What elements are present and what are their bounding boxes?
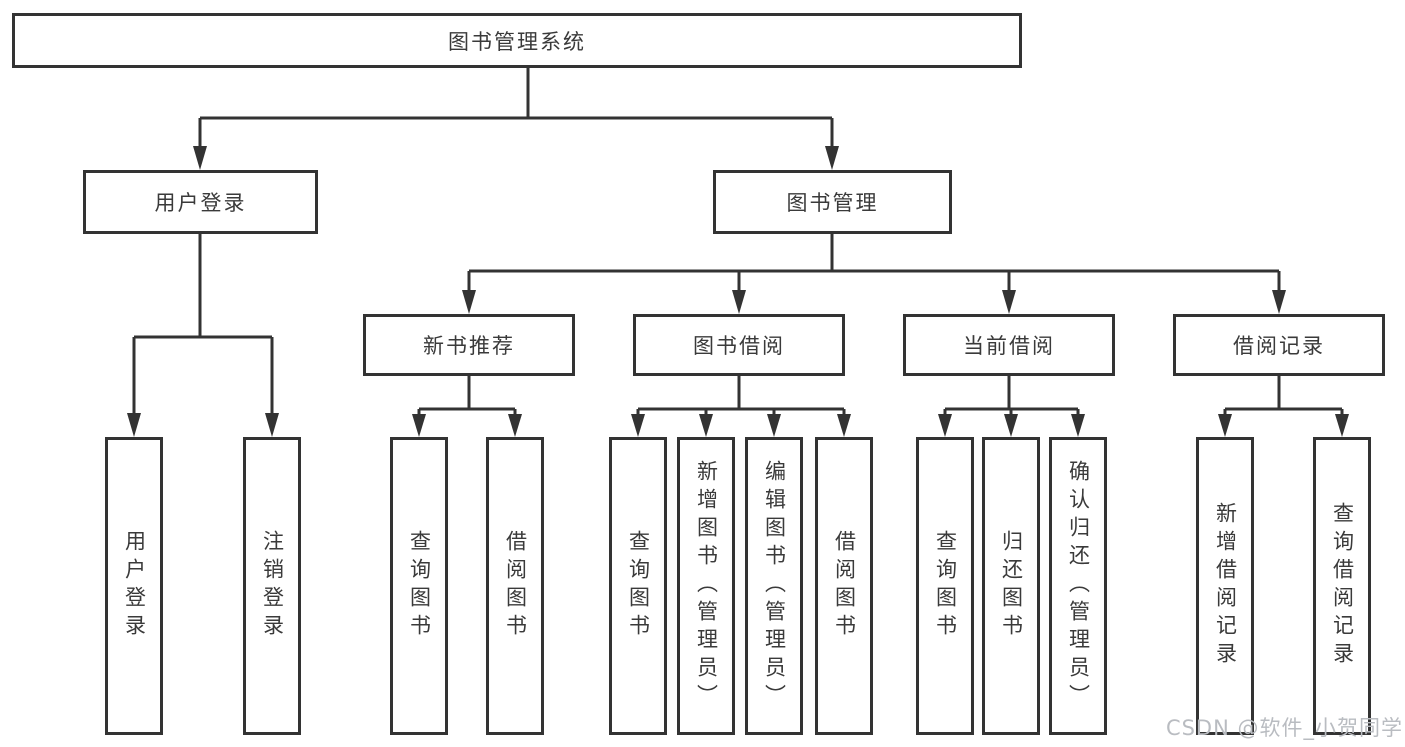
edge-new-book-rec-children [412,376,522,437]
edge-borrow-records-children [1218,376,1349,437]
leaf-return-book: 归还图书 [982,437,1040,735]
node-borrow-records: 借阅记录 [1173,314,1385,376]
node-new-book-rec: 新书推荐 [363,314,575,376]
leaf-confirm-return: 确认归还（管理员） [1049,437,1107,735]
leaf-query-book-2: 查询图书 [609,437,667,735]
node-current-borrow: 当前借阅 [903,314,1115,376]
leaf-query-book-1: 查询图书 [390,437,448,735]
leaf-user-login: 用户登录 [105,437,163,735]
leaf-borrow-book-1: 借阅图书 [486,437,544,735]
leaf-edit-book: 编辑图书（管理员） [745,437,803,735]
leaf-add-record: 新增借阅记录 [1196,437,1254,735]
edge-book-mgmt-children [462,234,1286,314]
node-book-borrow: 图书借阅 [633,314,845,376]
leaf-logout: 注销登录 [243,437,301,735]
edge-user-login-children [127,234,279,437]
leaf-query-book-3: 查询图书 [916,437,974,735]
node-user-login: 用户登录 [83,170,318,234]
csdn-watermark: CSDN @软件_小贺同学 [1165,716,1403,740]
edge-current-borrow-children [938,376,1085,437]
edge-book-borrow-children [631,376,851,437]
node-root: 图书管理系统 [12,13,1022,68]
edge-root-to-level2 [193,68,839,170]
leaf-borrow-book-2: 借阅图书 [815,437,873,735]
leaf-add-book: 新增图书（管理员） [677,437,735,735]
node-book-mgmt: 图书管理 [713,170,952,234]
leaf-query-record: 查询借阅记录 [1313,437,1371,735]
